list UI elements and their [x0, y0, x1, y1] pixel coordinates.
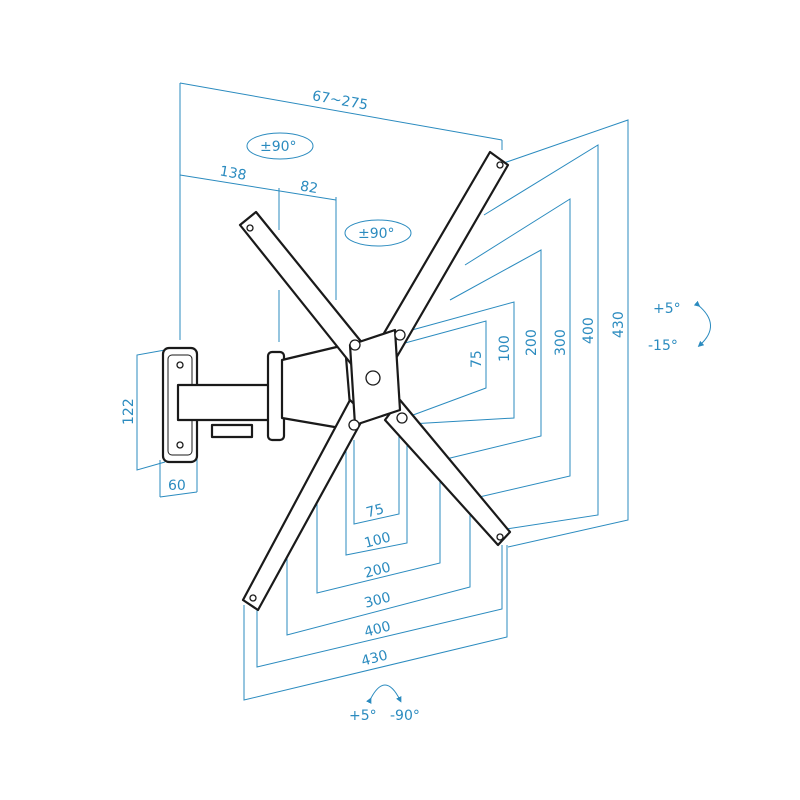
vesa-horizontal-400-label: 400 — [363, 618, 393, 640]
dimension-lines — [136, 82, 629, 701]
swivel-arc-icon — [365, 684, 402, 705]
bracket-arm-upper-right — [378, 150, 510, 362]
tilt-arc-icon — [693, 300, 711, 348]
vesa-vertical-100-label: 100 — [497, 335, 513, 362]
vesa-horizontal-300-label: 300 — [363, 589, 393, 611]
swivel-left-label: +5° — [349, 708, 377, 724]
mount-drawing — [161, 150, 512, 612]
cable-clip — [210, 423, 254, 439]
vesa-vertical-400-label: 400 — [581, 317, 597, 344]
vesa-horizontal-200-label: 200 — [363, 559, 393, 581]
depth-range-label: 67~275 — [311, 88, 369, 114]
tilt-up-label: +5° — [653, 301, 681, 317]
vesa-horizontal-100-label: 100 — [363, 529, 393, 551]
wall-plate-height-label: 122 — [121, 398, 137, 425]
arm-segment-1 — [176, 383, 280, 422]
vesa-vertical-75-label: 75 — [469, 350, 485, 368]
bracket-arm-lower-left — [241, 398, 367, 612]
dimension-labels: 67~275 138 82 ±90° ±90° +5° -15° +5° -90… — [121, 88, 681, 724]
tilt-down-label: -15° — [648, 338, 678, 354]
swivel-1-label: ±90° — [260, 139, 297, 155]
wall-plate-width-label: 60 — [168, 478, 186, 494]
vesa-vertical-200-label: 200 — [524, 329, 540, 356]
vesa-horizontal-430-label: 430 — [360, 647, 390, 669]
vesa-vertical-430-label: 430 — [611, 311, 627, 338]
arm-segment-2-label: 82 — [299, 178, 319, 197]
rotation-indicators — [246, 132, 711, 705]
swivel-1-arrow-icon — [246, 132, 314, 160]
vesa-vertical-300-label: 300 — [553, 329, 569, 356]
swivel-right-label: -90° — [390, 708, 420, 724]
swivel-2-arrow-icon — [344, 219, 412, 247]
vesa-horizontal-75-label: 75 — [365, 501, 386, 521]
arm-segment-1-label: 138 — [218, 163, 247, 183]
swivel-2-label: ±90° — [358, 226, 395, 242]
